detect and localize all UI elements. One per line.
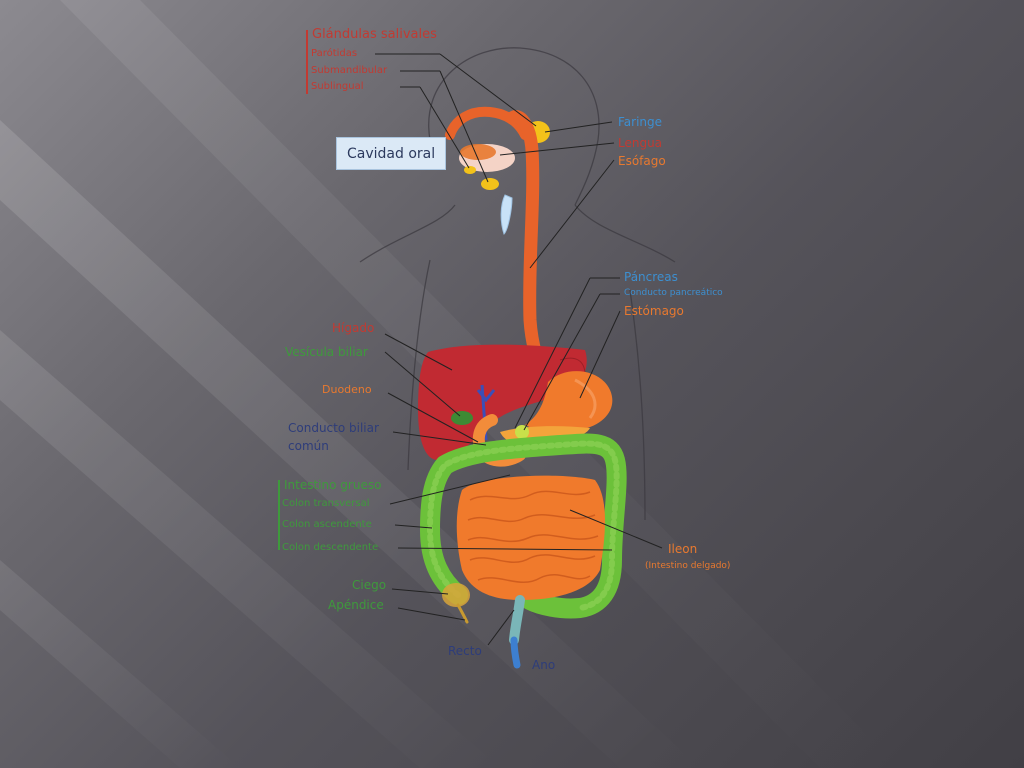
- ileum-sub-label: (Intestino delgado): [645, 561, 731, 571]
- gallbladder-label: Vesícula biliar: [285, 345, 368, 359]
- salivary-glands-bracket: [306, 30, 308, 94]
- rectum: [509, 595, 525, 645]
- oral-cavity-label: Cavidad oral: [347, 146, 436, 162]
- pancreatic-duct-label: Conducto pancreático: [624, 288, 723, 298]
- pancreas-label: Páncreas: [624, 270, 678, 284]
- large-intestine-label: Intestino grueso: [284, 478, 382, 492]
- esophagus: [505, 110, 555, 392]
- submandibular-label: Submandibular: [311, 65, 388, 76]
- pancreatic-duct-head: [515, 425, 529, 439]
- liver-label: Hígado: [332, 321, 375, 335]
- ileum-label: Ileon: [668, 542, 698, 556]
- common-bile-duct-label-1: Conducto biliar: [288, 421, 379, 435]
- anus-label: Ano: [532, 658, 556, 672]
- trachea: [500, 194, 513, 235]
- parotid-label: Parótidas: [311, 48, 358, 59]
- oral-cavity-box: Cavidad oral: [336, 137, 446, 170]
- sublingual-label: Sublingual: [311, 81, 364, 92]
- cecum: [442, 583, 470, 607]
- tongue-label: Lengua: [618, 136, 663, 150]
- large-intestine-bracket: [278, 480, 280, 550]
- appendix: [456, 603, 469, 624]
- transverse-colon-label: Colon transversal: [282, 498, 370, 509]
- esophagus-label: Esófago: [618, 154, 666, 168]
- pharynx-label: Faringe: [618, 115, 663, 129]
- anus: [510, 636, 521, 669]
- ascending-colon-label: Colon ascendente: [282, 519, 372, 530]
- small-intestine: [456, 475, 605, 600]
- stomach-label: Estómago: [624, 304, 684, 318]
- salivary-glands-label: Glándulas salivales: [312, 27, 437, 42]
- rectum-label: Recto: [448, 644, 482, 658]
- appendix-label: Apéndice: [328, 598, 384, 612]
- body-outline: [359, 47, 676, 521]
- liver: [418, 344, 587, 461]
- leader-lines: [375, 53, 663, 646]
- common-bile-duct-label-2: común: [288, 439, 329, 453]
- gallbladder: [451, 411, 473, 425]
- sublingual-gland: [464, 166, 476, 174]
- submandibular-gland: [481, 178, 499, 190]
- duodenum-label: Duodeno: [322, 383, 372, 396]
- cecum-label: Ciego: [352, 578, 387, 592]
- descending-colon-label: Colon descendente: [282, 542, 379, 553]
